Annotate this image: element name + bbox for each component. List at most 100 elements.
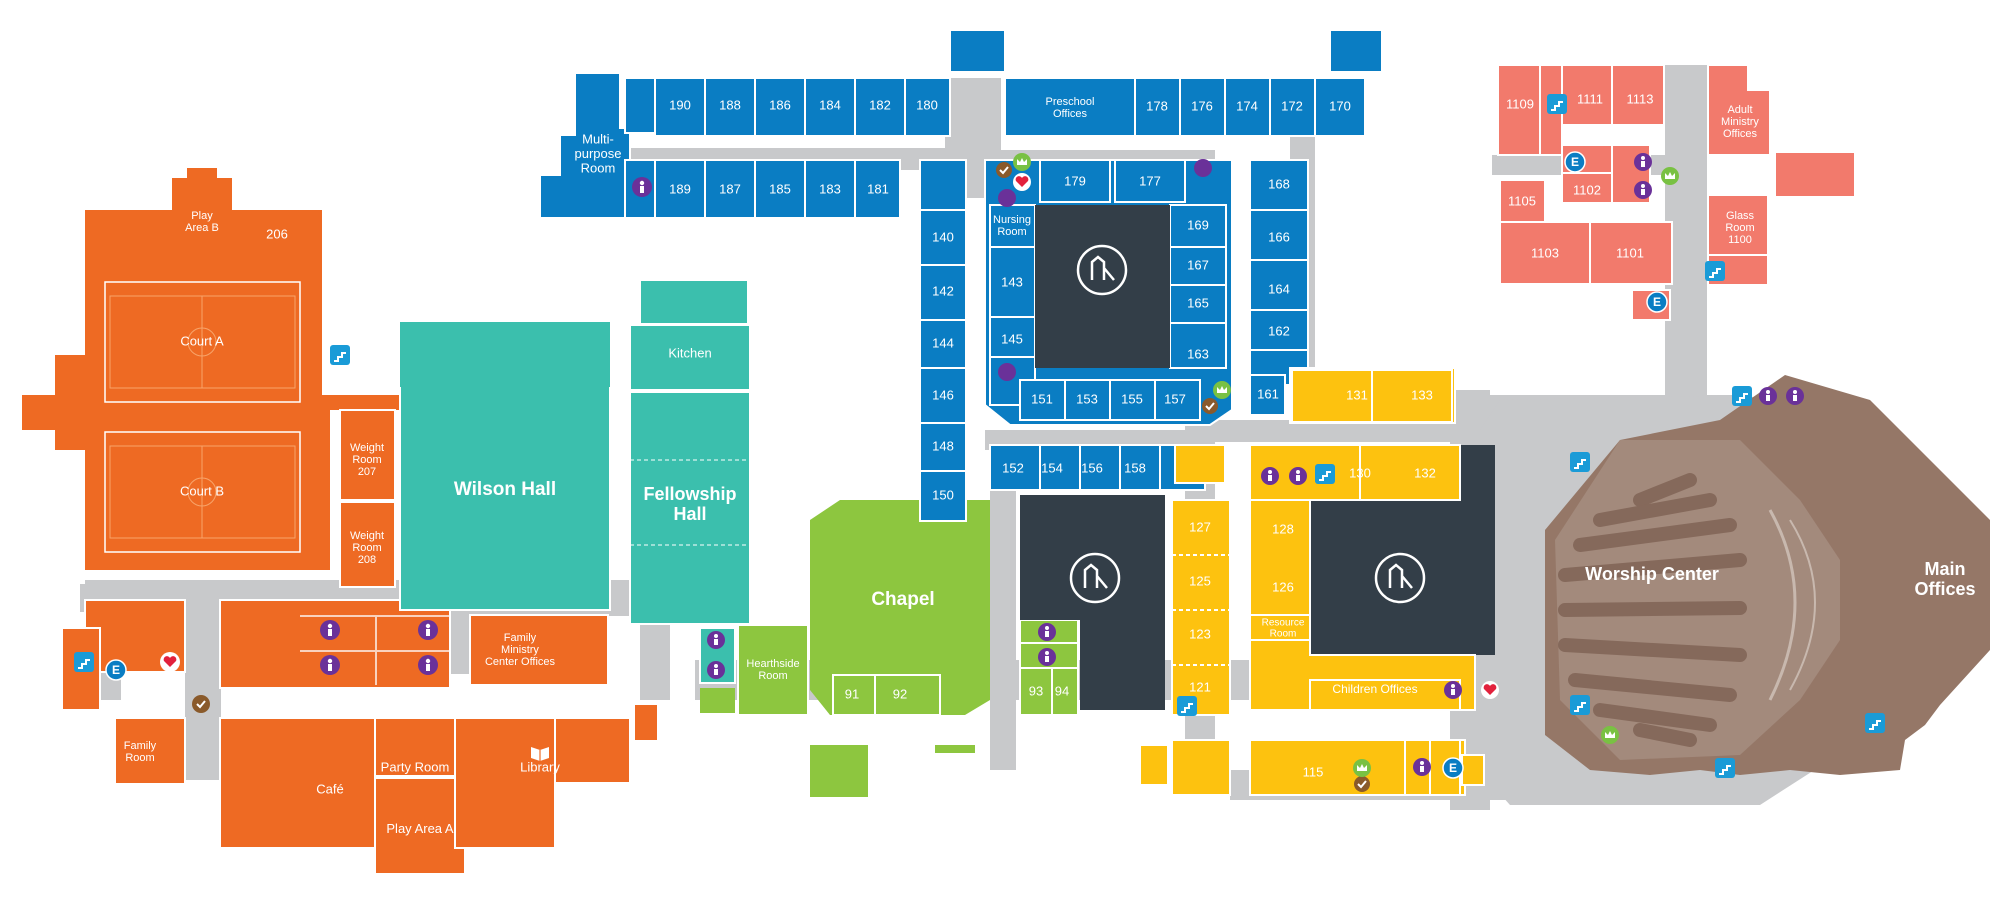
room-148-label: 148 bbox=[932, 438, 954, 453]
room-162-label: 162 bbox=[1268, 323, 1290, 338]
court-b-label: Court B bbox=[180, 483, 224, 498]
kitchen-label: Kitchen bbox=[668, 345, 711, 360]
party-room-label: Party Room bbox=[381, 759, 450, 774]
room-146-label: 146 bbox=[932, 387, 954, 402]
room-174-label: 174 bbox=[1236, 98, 1258, 113]
restroom-icon bbox=[1194, 159, 1212, 177]
room-166-label: 166 bbox=[1268, 229, 1290, 244]
room-128-label: 128 bbox=[1272, 521, 1294, 536]
room-154-label: 154 bbox=[1041, 460, 1063, 475]
check-in-icon bbox=[1354, 776, 1370, 792]
crown-icon bbox=[1013, 153, 1031, 171]
room-132-label: 132 bbox=[1414, 465, 1436, 480]
room-180-label: 180 bbox=[916, 97, 938, 112]
room-206-label: 206 bbox=[266, 226, 288, 241]
elevator-icon: E bbox=[1646, 291, 1668, 313]
room-1101-label: 1101 bbox=[1616, 245, 1644, 260]
room-185-label: 185 bbox=[769, 181, 791, 196]
chapel-label: Chapel bbox=[871, 589, 934, 610]
play-area-a-label: Play Area A bbox=[386, 821, 454, 836]
salmon-wing bbox=[1497, 64, 1856, 321]
playground-icon bbox=[1069, 552, 1121, 604]
crown-icon bbox=[1353, 759, 1371, 777]
court-a-label: Court A bbox=[180, 333, 224, 348]
room-123-label: 123 bbox=[1189, 626, 1211, 641]
stairs-icon bbox=[1570, 695, 1590, 715]
room-170-label: 170 bbox=[1329, 98, 1351, 113]
room-131-label: 131 bbox=[1346, 387, 1368, 402]
playground-icon bbox=[1374, 552, 1426, 604]
room-169-label: 169 bbox=[1187, 217, 1209, 232]
children-offices-label: Children Offices bbox=[1332, 682, 1417, 696]
worship-center-building bbox=[1545, 375, 1990, 775]
stairs-icon bbox=[1547, 94, 1567, 114]
restroom-glyphs bbox=[327, 156, 1797, 772]
room-165-label: 165 bbox=[1187, 295, 1209, 310]
room-126-label: 126 bbox=[1272, 579, 1294, 594]
restroom-icon bbox=[998, 189, 1016, 207]
room-1113-label: 1113 bbox=[1627, 91, 1654, 106]
room-121-label: 121 bbox=[1189, 679, 1211, 694]
room-164-label: 164 bbox=[1268, 281, 1290, 296]
room-157-label: 157 bbox=[1164, 391, 1186, 406]
room-93-label: 93 bbox=[1029, 683, 1043, 698]
room-172-label: 172 bbox=[1281, 98, 1303, 113]
room-1111-label: 1111 bbox=[1577, 91, 1603, 106]
check-in-icon bbox=[192, 695, 210, 713]
restroom-icon bbox=[998, 363, 1016, 381]
room-186-label: 186 bbox=[769, 97, 791, 112]
crown-icon bbox=[1213, 381, 1231, 399]
room-178-label: 178 bbox=[1146, 98, 1168, 113]
crown-icon bbox=[1601, 726, 1619, 744]
teal-wing bbox=[399, 279, 751, 684]
svg-text:E: E bbox=[1653, 295, 1661, 309]
room-142-label: 142 bbox=[932, 283, 954, 298]
room-181-label: 181 bbox=[867, 181, 889, 196]
room-125-label: 125 bbox=[1189, 573, 1211, 588]
heart-icon bbox=[1481, 681, 1499, 699]
stairs-icon bbox=[1715, 758, 1735, 778]
room-167-label: 167 bbox=[1187, 257, 1209, 272]
room-133-label: 133 bbox=[1411, 387, 1433, 402]
svg-text:E: E bbox=[1571, 155, 1579, 169]
room-140-label: 140 bbox=[932, 229, 954, 244]
room-158-label: 158 bbox=[1124, 460, 1146, 475]
check-in-icon bbox=[1202, 398, 1218, 414]
worship-center-label: Worship Center bbox=[1585, 564, 1719, 584]
room-1109-label: 1109 bbox=[1506, 96, 1534, 111]
room-143-label: 143 bbox=[1001, 274, 1023, 289]
room-144-label: 144 bbox=[932, 335, 954, 350]
room-127-label: 127 bbox=[1189, 519, 1211, 534]
svg-text:E: E bbox=[1449, 761, 1457, 775]
crown-icons bbox=[1013, 153, 1679, 777]
room-182-label: 182 bbox=[869, 97, 891, 112]
room-115-label: 115 bbox=[1303, 764, 1324, 779]
room-183-label: 183 bbox=[819, 181, 841, 196]
room-94-label: 94 bbox=[1055, 683, 1069, 698]
stairs-icon bbox=[74, 652, 94, 672]
check-in-icons bbox=[192, 162, 1370, 792]
play-area-blue bbox=[1035, 205, 1170, 368]
room-1105-label: 1105 bbox=[1508, 193, 1536, 208]
room-161-label: 161 bbox=[1257, 386, 1279, 401]
svg-text:E: E bbox=[112, 663, 120, 677]
room-92-label: 92 bbox=[893, 686, 907, 701]
playground-icon bbox=[1076, 244, 1128, 296]
room-188-label: 188 bbox=[719, 97, 741, 112]
room-151-label: 151 bbox=[1031, 391, 1053, 406]
stairs-icon bbox=[1705, 261, 1725, 281]
room-187-label: 187 bbox=[719, 181, 741, 196]
stairs-icon bbox=[330, 345, 350, 365]
green-wing bbox=[700, 500, 1079, 797]
library-label: Library bbox=[520, 759, 560, 774]
